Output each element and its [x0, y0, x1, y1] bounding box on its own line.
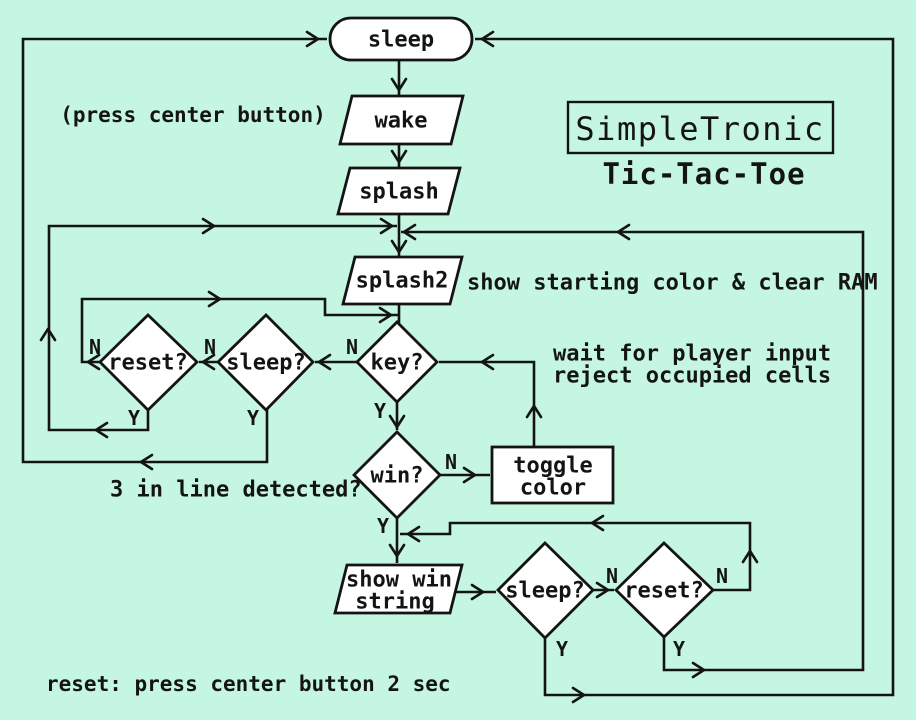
- edge-sleepend-yes-to-sleep: [475, 37, 895, 697]
- title-box: [566, 100, 835, 155]
- arrowhead: [590, 514, 605, 532]
- decision-shape: [216, 313, 315, 412]
- decision-shape: [98, 313, 200, 412]
- arrowhead: [480, 353, 495, 371]
- arrowhead: [201, 353, 216, 371]
- arrowhead: [390, 77, 408, 92]
- arrowhead: [388, 414, 406, 429]
- arrowhead: [305, 30, 320, 48]
- arrowhead: [388, 543, 406, 558]
- arrowhead: [317, 353, 332, 371]
- splash2-note: show starting color & clear RAM: [467, 271, 878, 296]
- arrowhead: [595, 581, 610, 599]
- process-shape: [490, 445, 615, 505]
- edge-togglecolor-to-key: [439, 360, 536, 447]
- arrowhead: [139, 453, 154, 471]
- node-wake-label: wake: [375, 109, 428, 134]
- arrowhead: [691, 661, 706, 679]
- subtitle-text: Tic-Tac-Toe: [602, 157, 805, 191]
- edge-resetend-no-return: [400, 521, 752, 592]
- node-win: win?: [352, 430, 442, 520]
- node-sleep-wait: sleep?: [216, 313, 315, 412]
- arrowhead: [462, 466, 477, 484]
- reset-wait-yes-label: Y: [128, 406, 140, 430]
- win-yes-label: Y: [377, 514, 389, 538]
- sleep-wait-no-label: N: [204, 335, 216, 359]
- node-splash: splash: [336, 166, 462, 216]
- node-reset-wait-label: reset?: [108, 351, 187, 376]
- arrowhead: [390, 149, 408, 164]
- node-key-label: key?: [371, 351, 424, 376]
- io-shape: [341, 255, 464, 306]
- arrowhead: [39, 327, 57, 342]
- node-toggle-color-label-line2: color: [520, 476, 586, 501]
- node-show-win-string: show win string: [333, 563, 464, 615]
- decision-shape: [496, 541, 595, 640]
- arrowhead: [406, 525, 421, 543]
- arrowhead: [390, 239, 408, 254]
- arrowhead: [525, 404, 543, 419]
- arrowheads: [39, 30, 759, 704]
- branch-labels: N N N Y Y Y N Y N N Y Y: [89, 335, 728, 661]
- reset-note: reset: press center button 2 sec: [46, 672, 451, 696]
- node-splash2: splash2: [341, 255, 464, 306]
- key-yes-label: Y: [374, 399, 386, 423]
- reset-end-yes-label: Y: [673, 637, 685, 661]
- decision-shape: [352, 430, 442, 520]
- key-no-label: N: [346, 335, 358, 359]
- node-sleep-end-label: sleep?: [505, 579, 584, 604]
- arrowhead: [201, 217, 216, 235]
- arrowhead: [207, 290, 222, 308]
- sleep-wait-yes-label: Y: [247, 406, 259, 430]
- node-key: key?: [355, 320, 439, 404]
- node-win-label: win?: [371, 464, 424, 489]
- node-wake: wake: [338, 94, 465, 146]
- annotations: (press center button) show starting colo…: [46, 103, 878, 696]
- sleep-end-yes-label: Y: [556, 637, 568, 661]
- edge-resetwait-no-return: [80, 297, 398, 364]
- node-sleep-wait-label: sleep?: [226, 351, 305, 376]
- wait-note-line1: wait for player input: [553, 342, 831, 367]
- io-shape: [333, 563, 464, 615]
- node-sleep-label: sleep: [368, 28, 434, 53]
- io-shape: [338, 94, 465, 146]
- node-reset-end: reset?: [613, 541, 716, 639]
- title-text: SimpleTronic: [575, 110, 824, 148]
- reset-end-no-label: N: [716, 564, 728, 588]
- arrowhead: [571, 686, 586, 704]
- node-splash-label: splash: [359, 180, 438, 205]
- arrowhead: [616, 223, 631, 241]
- arrowhead: [379, 217, 394, 235]
- decision-shape: [355, 320, 439, 404]
- arrowhead: [741, 549, 759, 564]
- title-block: SimpleTronic Tic-Tac-Toe: [566, 100, 835, 191]
- edge-resetwait-yes-return: [47, 224, 397, 432]
- node-toggle-color: toggle color: [490, 445, 615, 505]
- node-show-win-label-line2: string: [355, 590, 434, 615]
- node-show-win-label-line1: show win: [346, 568, 452, 593]
- decision-shape: [613, 541, 716, 639]
- arrowhead: [378, 306, 393, 324]
- arrowhead: [402, 223, 417, 241]
- win-no-label: N: [445, 450, 457, 474]
- node-reset-end-label: reset?: [624, 579, 703, 604]
- node-splash2-label: splash2: [356, 269, 449, 294]
- node-toggle-color-label-line1: toggle: [513, 454, 592, 479]
- edge-sleepwait-yes-to-sleep: [21, 37, 327, 464]
- arrowhead: [86, 353, 101, 371]
- node-sleep-end: sleep?: [496, 541, 595, 640]
- sleep-end-no-label: N: [606, 564, 618, 588]
- terminator-shape: [328, 16, 474, 62]
- edge-resetend-yes-to-splash2-junction: [401, 230, 865, 672]
- win-note: 3 in line detected?: [110, 478, 362, 503]
- io-shape: [336, 166, 462, 216]
- wait-note-line2: reject occupied cells: [553, 364, 831, 389]
- arrowhead: [480, 30, 495, 48]
- node-sleep: sleep: [328, 16, 474, 62]
- node-reset-wait: reset?: [98, 313, 200, 412]
- press-center-note: (press center button): [60, 103, 326, 127]
- reset-wait-no-label: N: [89, 335, 101, 359]
- arrowhead: [94, 421, 109, 439]
- arrowhead: [470, 583, 485, 601]
